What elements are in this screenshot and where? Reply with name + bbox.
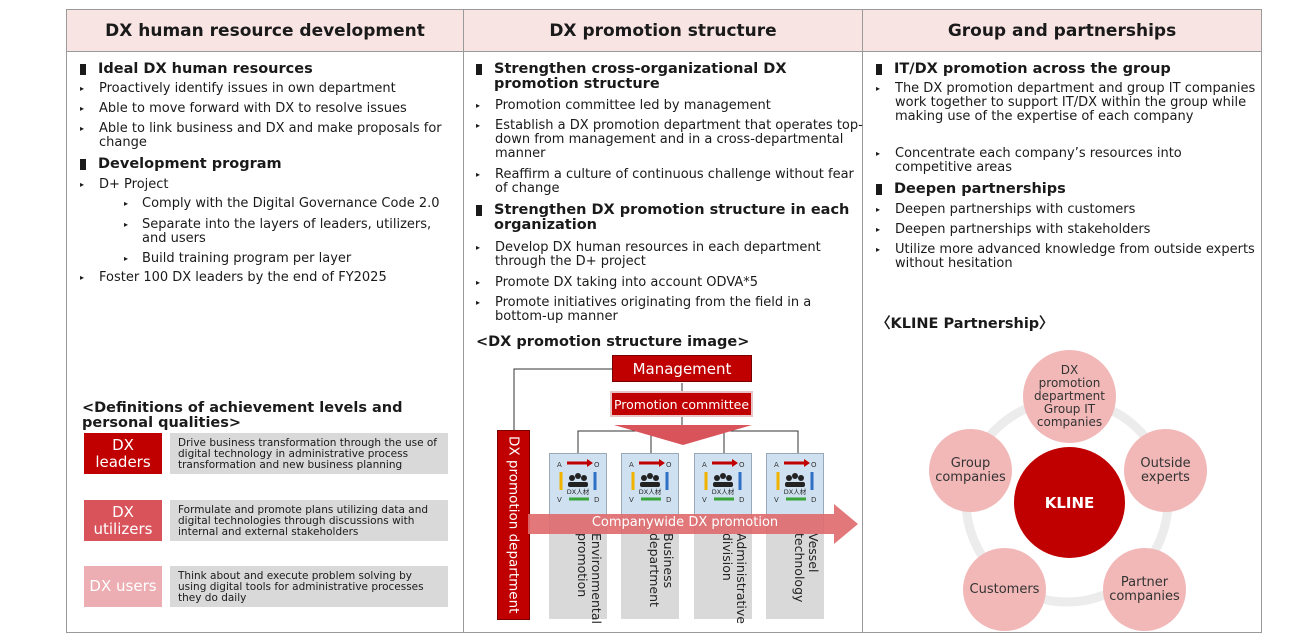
department-label-text: Administrative division: [720, 533, 749, 624]
list-item: Deepen partnerships with customers: [874, 203, 1275, 218]
column-divider: [463, 10, 464, 632]
level-users-badge: DX users: [84, 566, 162, 607]
cycle-letter-a: A: [702, 461, 707, 469]
list-item: The DX promotion department and group IT…: [874, 82, 1281, 124]
department-label-text: Vessel technology: [792, 533, 821, 603]
list-item: Promote initiatives originating from the…: [474, 296, 865, 324]
list-item: Able to move forward with DX to resolve …: [78, 102, 469, 117]
department-label-text: Environmental promotion: [575, 533, 604, 624]
list-item: Reaffirm a culture of continuous challen…: [474, 168, 855, 196]
cycle-letter-v: V: [629, 496, 634, 504]
cycle-letter-o: O: [739, 461, 745, 469]
list-item: Promote DX taking into account ODVA*5: [474, 276, 865, 291]
node-outside-experts: Outside experts: [1124, 429, 1207, 512]
node-customers-label: Customers: [969, 581, 1040, 597]
cross-org-title: Strengthen cross-organizational DX promo…: [474, 62, 814, 92]
development-title: Development program: [78, 157, 478, 172]
list-item: Comply with the Digital Governance Code …: [122, 197, 476, 212]
cycle-letter-v: V: [774, 496, 779, 504]
it-dx-title: IT/DX promotion across the group: [874, 62, 1274, 77]
structure-image-title: <DX promotion structure image>: [476, 334, 750, 350]
column-header-structure: DX promotion structure: [464, 10, 862, 52]
dx-department-label: DX promotion department: [505, 436, 522, 614]
node-customers: Customers: [963, 548, 1046, 631]
cycle-letter-a: A: [557, 461, 562, 469]
odva-cycle-icon: A O V D DX人材: [700, 458, 746, 504]
committee-box: Promotion committee: [610, 391, 753, 417]
node-group-companies: Group companies: [929, 429, 1012, 512]
column-header-group: Group and partnerships: [863, 10, 1261, 52]
department-label: Environmental promotion: [549, 533, 607, 624]
list-item: Develop DX human resources in each depar…: [474, 241, 865, 269]
level-leaders-desc: Drive business transformation through th…: [170, 433, 448, 474]
cycle-letter-a: A: [774, 461, 779, 469]
frame: [66, 9, 1262, 633]
list-item: Able to link business and DX and make pr…: [78, 122, 459, 150]
cycle-label: DX人材: [567, 487, 590, 496]
department-label: Business department: [621, 533, 679, 619]
list-item: Concentrate each company’s resources int…: [874, 147, 1255, 175]
each-org-title: Strengthen DX promotion structure in eac…: [474, 203, 884, 233]
deepen-title: Deepen partnerships: [874, 182, 1274, 197]
list-item: Separate into the layers of leaders, uti…: [122, 218, 452, 246]
odva-cycle-icon: A O V D DX人材: [555, 458, 601, 504]
odva-cycle-icon: A O V D DX人材: [772, 458, 818, 504]
node-dx-department: DX promotion department Group IT compani…: [1023, 350, 1116, 443]
node-group-companies-label: Group companies: [935, 455, 1006, 485]
management-box: Management: [612, 355, 752, 382]
department-label-text: Business department: [647, 533, 676, 607]
node-partner-companies-label: Partner companies: [1109, 574, 1180, 604]
list-item: Foster 100 DX leaders by the end of FY20…: [78, 271, 469, 286]
node-partner-companies: Partner companies: [1103, 548, 1186, 631]
cycle-label: DX人材: [712, 487, 735, 496]
cycle-letter-d: D: [739, 496, 744, 504]
node-outside-experts-label: Outside experts: [1140, 455, 1191, 485]
companywide-arrow: [528, 504, 858, 544]
levels-title: <Definitions of achievement levels and p…: [82, 400, 403, 431]
list-item: Deepen partnerships with stakeholders: [874, 223, 1275, 238]
downward-arrow: [614, 425, 752, 445]
department-label: Vessel technology: [766, 533, 824, 619]
cycle-label: DX人材: [639, 487, 662, 496]
column-header-hr: DX human resource development: [67, 10, 463, 52]
cycle-letter-v: V: [557, 496, 562, 504]
list-item: Utilize more advanced knowledge from out…: [874, 243, 1255, 271]
cycle-letter-d: D: [811, 496, 816, 504]
kline-title: 〈KLINE Partnership〉: [876, 316, 1054, 332]
odva-cycle-icon: A O V D DX人材: [627, 458, 673, 504]
cycle-label: DX人材: [784, 487, 807, 496]
cycle-letter-o: O: [594, 461, 600, 469]
cycle-letter-d: D: [666, 496, 671, 504]
cycle-letter-a: A: [629, 461, 634, 469]
level-users-desc: Think about and execute problem solving …: [170, 566, 448, 607]
cycle-letter-v: V: [702, 496, 707, 504]
cycle-letter-o: O: [811, 461, 817, 469]
list-item: Build training program per layer: [122, 252, 462, 267]
level-utilizers-desc: Formulate and promote plans utilizing da…: [170, 500, 448, 541]
list-item: Establish a DX promotion department that…: [474, 119, 875, 161]
ideal-title: Ideal DX human resources: [78, 62, 478, 77]
cycle-letter-o: O: [666, 461, 672, 469]
department-label: Administrative division: [694, 533, 752, 624]
list-item: D+ Project: [78, 178, 469, 193]
node-dx-department-label: DX promotion department Group IT compani…: [1034, 363, 1105, 429]
list-item: Proactively identify issues in own depar…: [78, 82, 469, 97]
cycle-letter-d: D: [594, 496, 599, 504]
level-leaders-badge: DX leaders: [84, 433, 162, 474]
level-utilizers-badge: DX utilizers: [84, 500, 162, 541]
dx-department-box: DX promotion department: [497, 430, 530, 620]
kline-center: KLINE: [1014, 447, 1125, 558]
list-item: Promotion committee led by management: [474, 99, 875, 114]
companywide-label: Companywide DX promotion: [591, 515, 779, 530]
